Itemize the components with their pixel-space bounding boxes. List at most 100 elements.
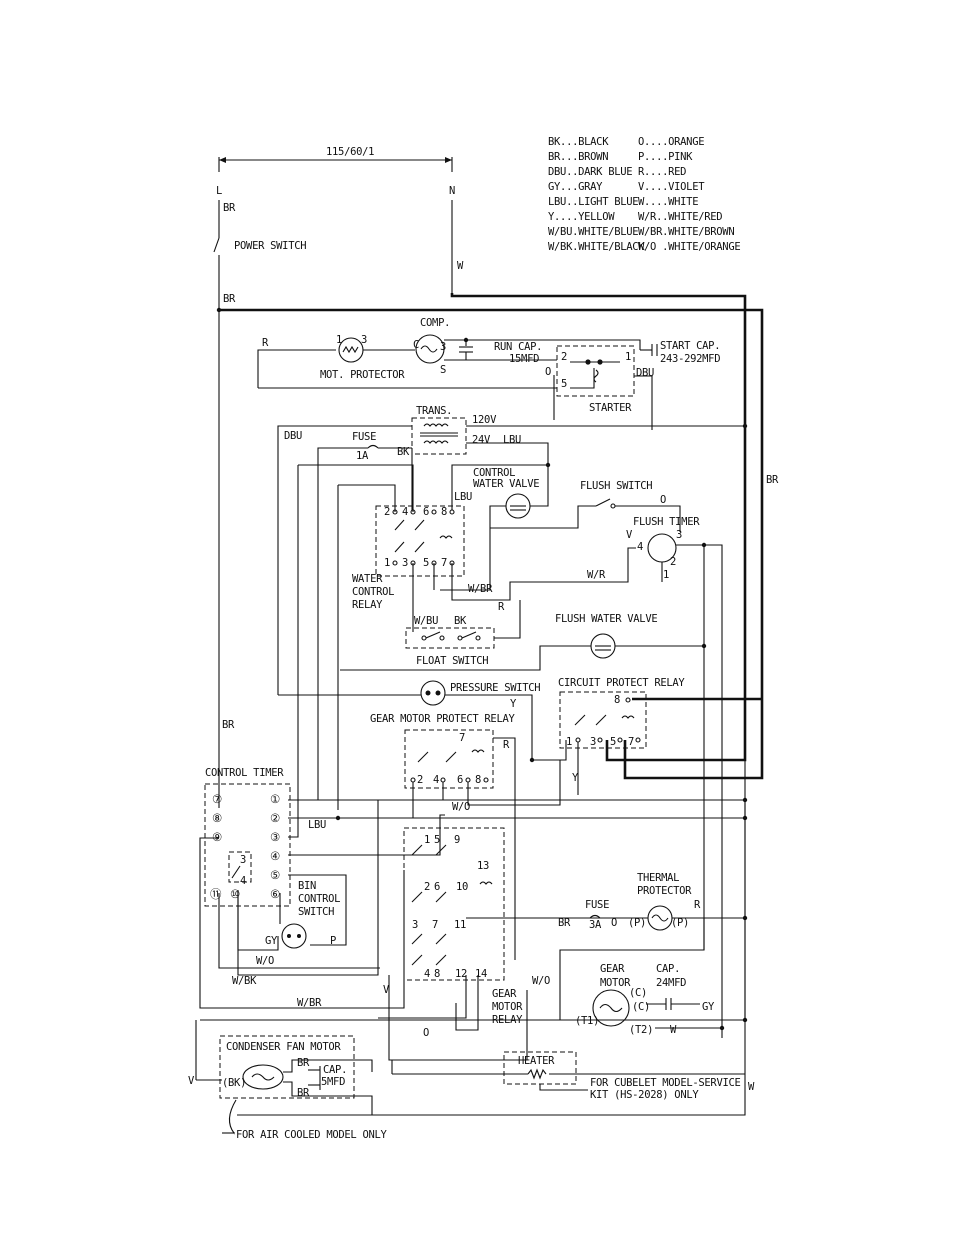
gm-c-label-2: (C) [632,1001,650,1013]
ct-terminal-10: ⑩ [230,887,240,901]
transformer: TRANS. 120V 24V LBU DBU [277,405,745,695]
wire-label-r: R [262,337,269,349]
cpr-box [559,691,647,749]
gm-t1-label: (T1) [575,1015,599,1027]
legend-right-3: R....RED [638,166,686,178]
pressure-switch-icon [420,680,446,706]
gear-motor-relay-box [403,827,505,981]
ct-terminal-5: ⑤ [270,868,280,882]
wire-label-o: O [423,1027,429,1039]
wire-label-p: P [330,935,336,947]
flush-section: FLUSH SWITCH O FLUSH TIMER 3 4 2 1 V [490,480,723,1038]
ct-terminal-8: ⑧ [212,811,222,825]
bcs-label-1: BIN [298,880,316,892]
comp-terminal-s: S [440,364,446,376]
gear-motor-label-2: MOTOR [600,977,631,989]
control-water-valve: CONTROL WATER VALVE LBU [440,464,549,591]
bcs-label-3: SWITCH [298,906,334,918]
ct-terminal-1: ① [270,792,280,806]
gmr-terminal-11: 11 [454,919,466,931]
control-timer-box [204,783,291,907]
thermal-p-left: (P) [628,917,646,929]
wcr-label-2: CONTROL [352,586,394,598]
run-cap-label: RUN CAP. [494,341,542,353]
legend-right-6: W/R..WHITE/RED [638,211,722,223]
wire-label-br: BR [558,917,571,929]
mot-protector-label: MOT. PROTECTOR [320,369,405,381]
wire-label-r: R [503,739,510,751]
gmr-terminal-14: 14 [475,968,487,980]
wcr-label-3: RELAY [352,599,383,611]
ft-terminal-3: 3 [676,529,682,541]
mot-protector-icon [338,337,364,363]
wire-label-wbr: W/BR [297,997,322,1009]
control-timer-label: CONTROL TIMER [205,767,284,779]
gmr-terminal-8: 8 [434,968,440,980]
ct-inner-4: 4 [240,875,246,887]
fuse-value: 1A [356,450,369,462]
wire-label-wbk: W/BK [232,975,257,987]
start-cap-value: 243-292MFD [660,353,720,365]
wire-label-dbu: DBU [636,367,654,379]
bcs-label-2: CONTROL [298,893,340,905]
bin-control-switch: BIN CONTROL SWITCH P [279,880,340,949]
wire-label-wr: W/R [587,569,606,581]
wire-label-w: W [748,1081,755,1093]
circuit-protect-relay: CIRCUIT PROTECT RELAY 8 1 3 5 7 Y [558,677,686,795]
float-switch-label: FLOAT SWITCH [416,655,488,667]
flush-water-valve: FLUSH WATER VALVE [340,613,704,671]
fuse-1a: FUSE 1A BK [317,431,413,760]
legend-right-8: W/O .WHITE/ORANGE [638,241,740,253]
cpr-label: CIRCUIT PROTECT RELAY [558,677,685,689]
heater: HEATER FOR CUBELET MODEL-SERVICE KIT (HS… [391,1051,745,1101]
start-cap-label: START CAP. [660,340,720,352]
cpr-terminal-5: 5 [610,736,616,748]
wire-label-lbu: LBU [308,819,326,831]
gmpr-terminal-4: 4 [433,774,439,786]
wire-label-r: R [498,601,505,613]
gmr-terminal-4: 4 [424,968,430,980]
flush-switch-label: FLUSH SWITCH [580,480,652,492]
ct-terminal-4: ④ [270,849,280,863]
pressure-switch: PRESSURE SWITCH Y [278,680,567,761]
wcr-terminal-1: 1 [384,557,390,569]
condenser-fan-motor: CONDENSER FAN MOTOR (BK) BR BR CAP. 5MFD… [188,1020,388,1141]
ct-terminal-7: ⑦ [212,792,222,806]
fan-bk-label: (BK) [222,1077,246,1089]
transformer-box [411,417,467,455]
legend-right-5: W....WHITE [638,196,698,208]
wire-label-o: O [660,494,666,506]
gmr-label-2: MOTOR [492,1001,523,1013]
wire-label-r: R [694,899,701,911]
legend-left-8: W/BK.WHITE/BLACK [548,241,645,253]
gear-motor-label-1: GEAR [600,963,625,975]
gear-cap-value: 24MFD [656,977,686,989]
legend-left-3: DBU..DARK BLUE [548,166,632,178]
legend-right-4: V....VIOLET [638,181,705,193]
gmpr-box [404,729,494,789]
ct-terminal-3: ③ [270,830,280,844]
wcr-terminal-7: 7 [441,557,447,569]
ct-terminal-11: ⑪ [210,887,222,901]
heater-note-1: FOR CUBELET MODEL-SERVICE [590,1077,741,1089]
control-timer: CONTROL TIMER ⑦ ⑧ ⑨ ① ② ③ ④ ⑤ ⑥ ⑪ ⑩ 3 4 … [199,760,745,1009]
terminal-3: 3 [361,334,367,346]
trans-label: TRANS. [416,405,452,417]
fan-cap-value: 5MFD [321,1076,345,1088]
gear-motor-relay: 1 5 9 13 2 6 10 3 7 11 4 8 12 14 GEAR MO… [378,827,745,1061]
comp-terminal-c: C [413,339,419,351]
compressor-section: R 1 3 MOT. PROTECTOR COMP. C 3 S RUN CAP… [257,317,721,430]
wire-label-v: V [626,529,633,541]
wire-label-wo: W/O [256,955,274,967]
heater-note-2: KIT (HS-2028) ONLY [590,1089,699,1101]
fuse-3a-thermal: FUSE 3A BR O THERMAL PROTECTOR (P) (P) R [558,872,705,1021]
float-switch: W/BU BK FLOAT SWITCH [405,600,521,667]
starter-box [556,345,635,397]
thermal-label-2: PROTECTOR [637,885,692,897]
comp-label: COMP. [420,317,450,329]
wire-label-lbu: LBU [503,434,521,446]
run-cap-value: 15MFD [509,353,539,365]
supply-label: 115/60/1 [326,146,374,158]
gmr-terminal-12: 12 [455,968,467,980]
legend-right-1: O....ORANGE [638,136,704,148]
